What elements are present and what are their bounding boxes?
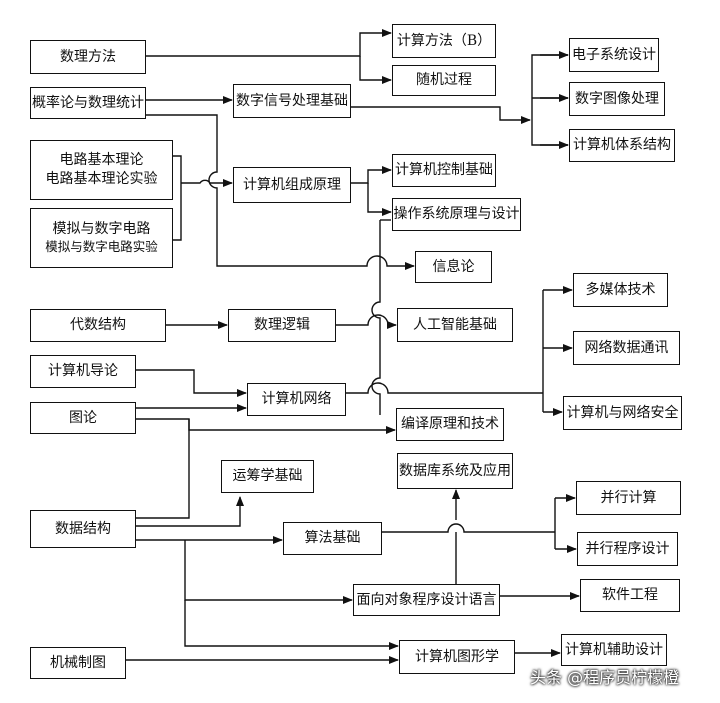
node-jsj-wangluo: 计算机网络	[247, 383, 346, 416]
node-rengong: 人工智能基础	[397, 308, 513, 342]
node-duomeiti: 多媒体技术	[573, 273, 668, 307]
edge-vertical-trunk	[371, 220, 381, 415]
node-gailvlun: 概率论与数理统计	[30, 87, 146, 119]
node-suanfa: 算法基础	[283, 522, 382, 555]
edge-luoji-rengong	[336, 314, 397, 329]
node-jsj-kongzhi: 计算机控制基础	[392, 154, 496, 187]
node-dianlu: 电路基本理论电路基本理论实验	[30, 140, 173, 200]
node-bianyi: 编译原理和技术	[396, 408, 504, 441]
node-fuzhu: 计算机辅助设计	[561, 634, 667, 666]
edge-xinhao-tixi	[351, 106, 531, 124]
node-xinxilun: 信息论	[415, 251, 492, 283]
edge-shuli-jisuan	[146, 29, 392, 57]
edge-zucheng-caozuo	[367, 183, 392, 216]
node-mianxiang: 面向对象程序设计语言	[353, 584, 500, 616]
edge-tulun-bianyi	[136, 418, 396, 434]
edge-gailv-xinxi	[146, 114, 415, 270]
node-tuxingxue: 计算机图形学	[399, 640, 515, 674]
edge-zucheng-kongzhi	[351, 166, 392, 184]
node-daishu: 代数结构	[30, 309, 166, 342]
edge-daolun-wangluo	[136, 369, 247, 397]
node-yunchou: 运筹学基础	[221, 460, 314, 493]
node-jsj-daolun: 计算机导论	[30, 355, 136, 388]
node-wangluo-shuju: 网络数据通讯	[573, 331, 680, 365]
node-shujuku: 数据库系统及应用	[397, 453, 513, 489]
node-shuli-fangfa: 数理方法	[30, 40, 146, 74]
node-caozuo: 操作系统原理与设计	[392, 198, 521, 231]
edge-shuli-suiji	[359, 56, 392, 84]
node-shuju-jiegou: 数据结构	[30, 510, 136, 548]
edge-jiegou-yunchou	[136, 496, 244, 527]
node-tulun: 图论	[30, 402, 136, 434]
node-jsj-zucheng: 计算机组成原理	[233, 167, 351, 203]
node-shuli-luoji: 数理逻辑	[228, 309, 336, 342]
node-moni: 模拟与数字电路模拟与数字电路实验	[30, 208, 173, 268]
node-bingxing-jisuan: 并行计算	[576, 481, 681, 515]
edge-tixi-branch	[531, 54, 568, 146]
watermark-text: 头条 @程序员柠檬橙	[530, 668, 680, 687]
node-shuzi-xinhao: 数字信号处理基础	[233, 84, 351, 118]
node-ruanjian: 软件工程	[580, 579, 680, 612]
edge-jiegou-tuxing	[184, 600, 399, 650]
edge-wangluo-right	[346, 382, 543, 394]
node-jsj-tixi: 计算机体系结构	[569, 129, 675, 162]
node-jsj-anquan: 计算机与网络安全	[563, 396, 682, 430]
node-shuzi-tuxiang: 数字图像处理	[569, 82, 665, 116]
edge-dianlu-zucheng	[173, 155, 182, 241]
edge-suanfa-bingxing	[382, 523, 555, 533]
node-jixie: 机械制图	[30, 647, 126, 679]
node-jisuan-fangfa: 计算方法（B）	[392, 24, 496, 58]
node-dianzi-xitong: 电子系统设计	[569, 38, 659, 72]
node-suiji: 随机过程	[392, 65, 496, 96]
node-bingxing-chengxu: 并行程序设计	[577, 532, 678, 566]
